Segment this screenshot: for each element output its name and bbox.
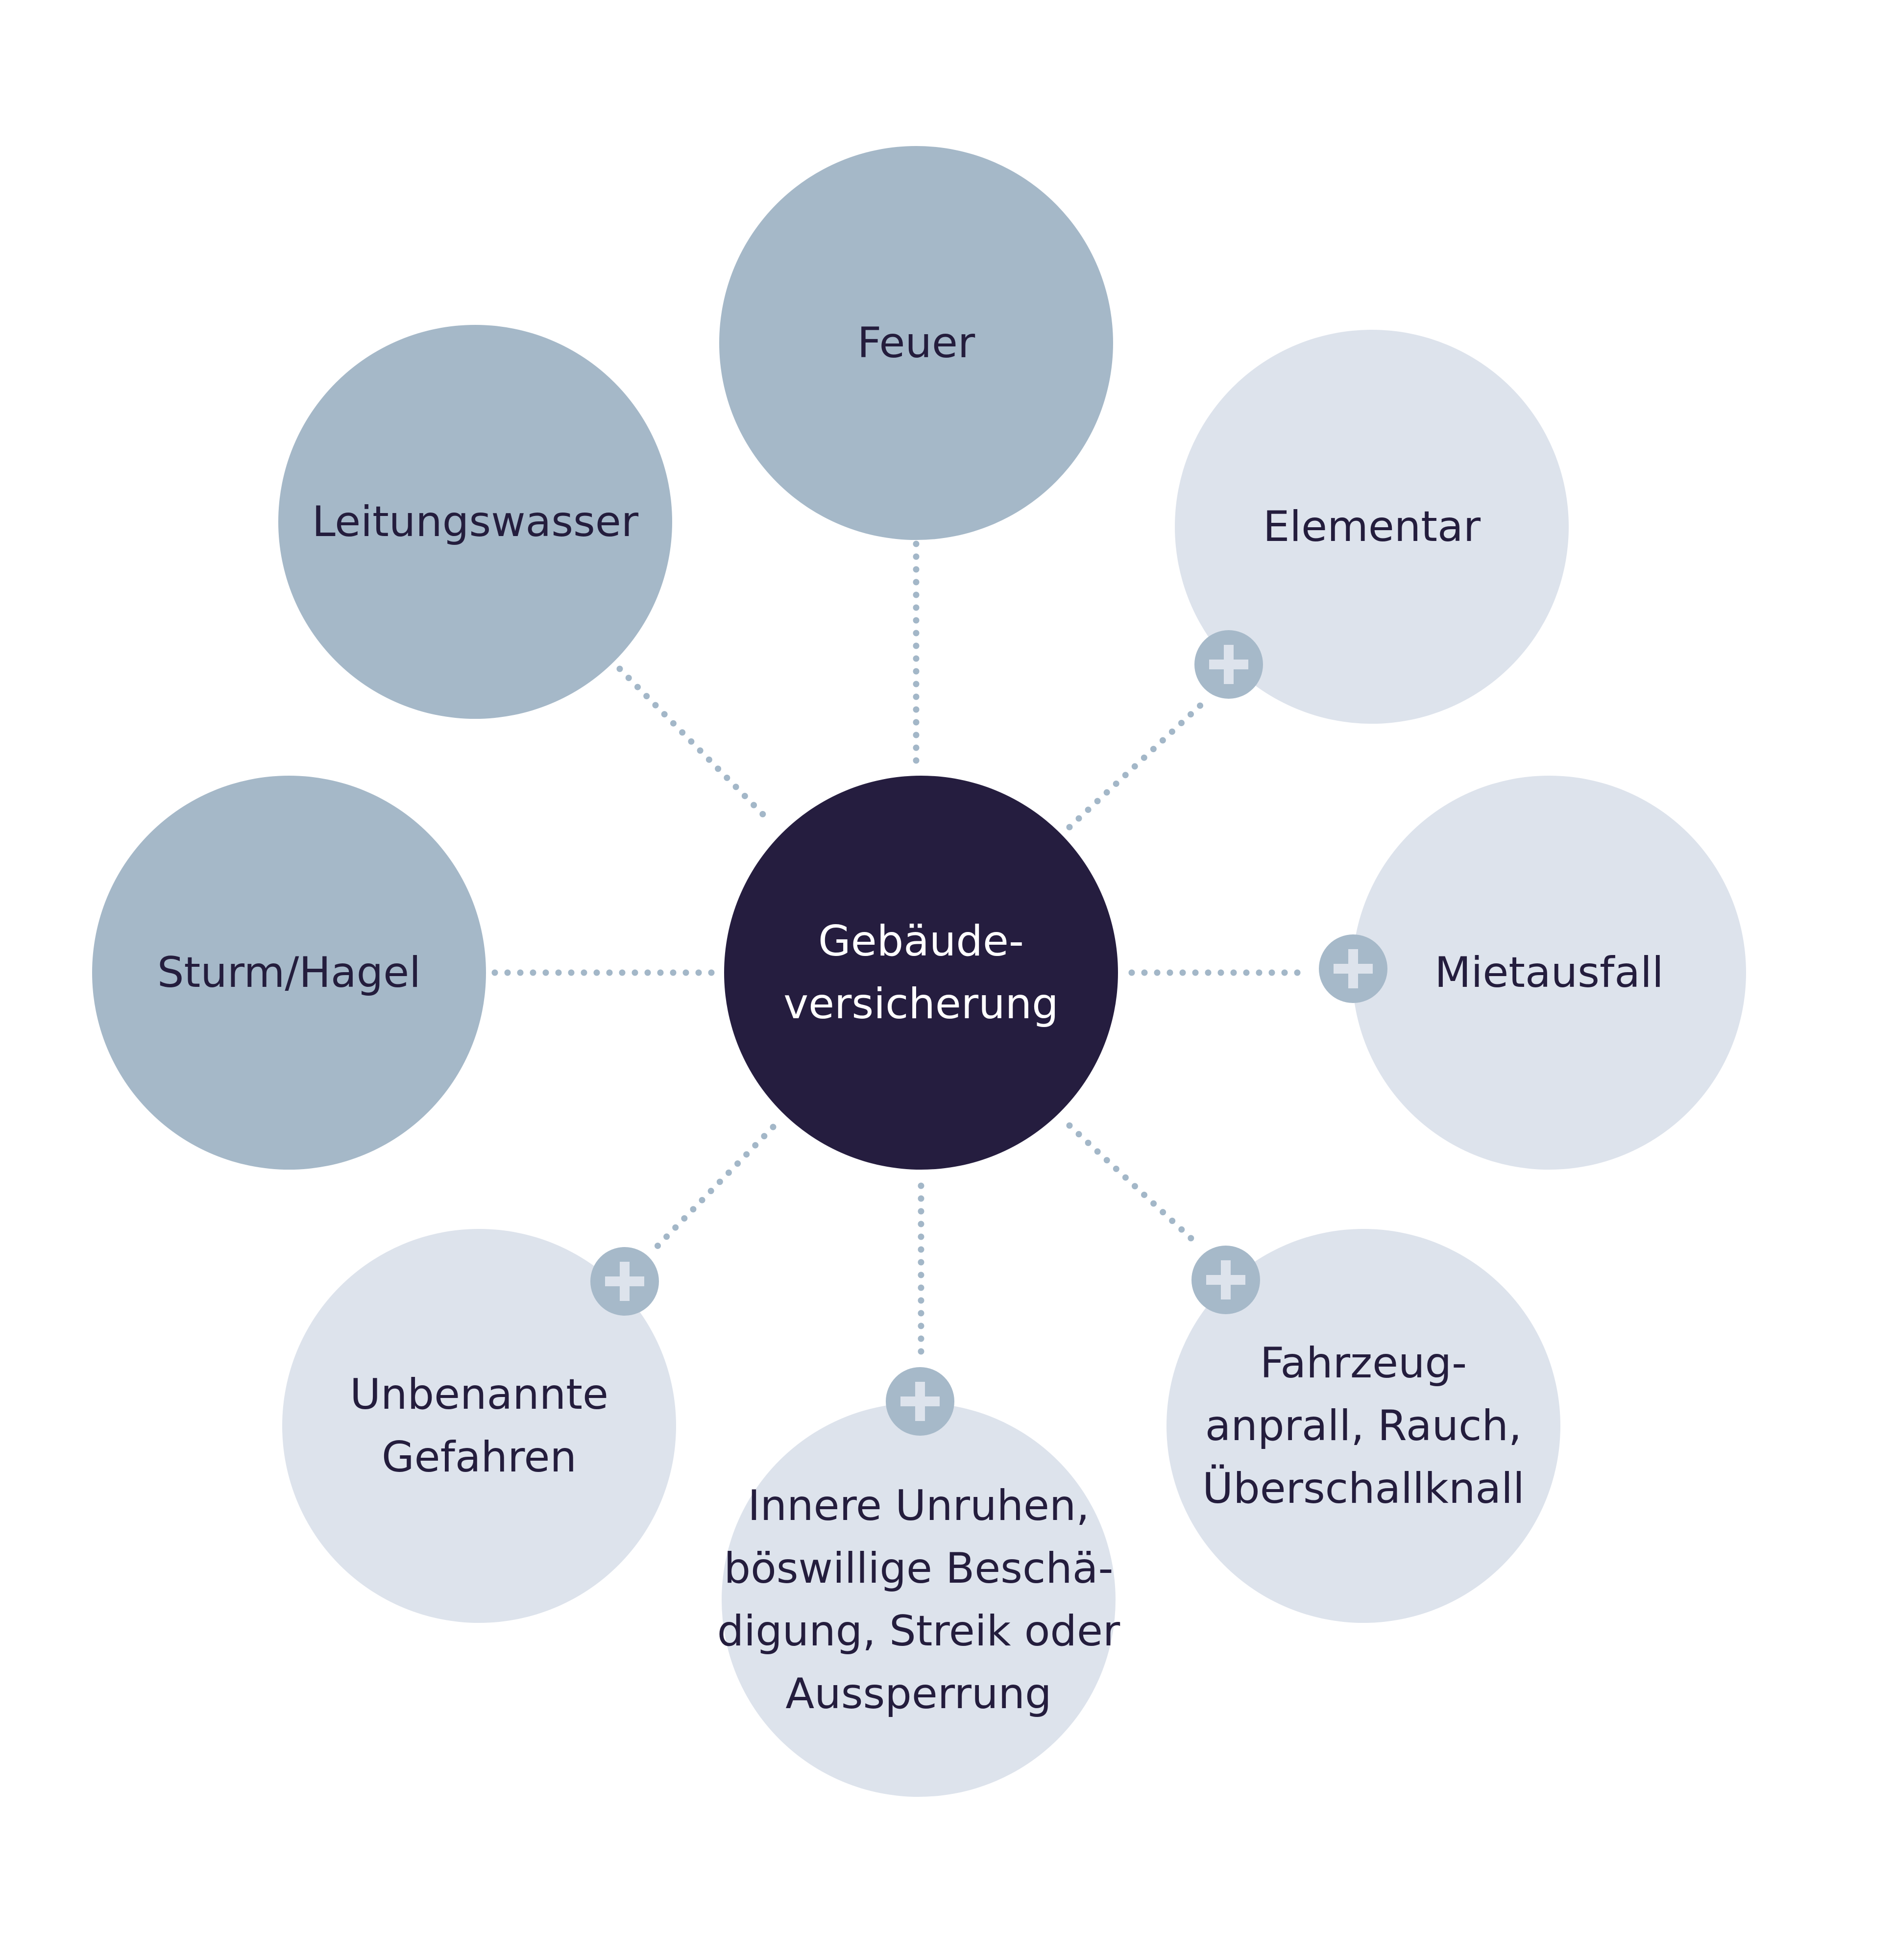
plus-icon bbox=[1194, 630, 1263, 699]
connectors bbox=[491, 540, 1307, 1366]
plus-icon bbox=[886, 1367, 954, 1436]
node-label-innere-unruhen-line-1: Innere Unruhen, bbox=[748, 1481, 1090, 1530]
plus-badges bbox=[590, 630, 1387, 1436]
node-mietausfall: Mietausfall bbox=[1352, 776, 1746, 1170]
connector-leitungswasser bbox=[616, 665, 775, 827]
center-node: Gebäude-versicherung bbox=[724, 776, 1118, 1170]
node-circle-unbenannte-gefahren bbox=[282, 1229, 676, 1623]
center-label-line-1: Gebäude- bbox=[818, 917, 1024, 966]
node-circle-mietausfall bbox=[1352, 776, 1746, 1170]
node-innere-unruhen: Innere Unruhen, böswillige Beschä-digung,… bbox=[717, 1403, 1120, 1797]
node-circle-feuer bbox=[719, 146, 1113, 540]
connector-fahrzeuganprall bbox=[1066, 1122, 1201, 1248]
node-label-innere-unruhen-line-2: böswillige Beschä- bbox=[724, 1544, 1114, 1593]
coverage-nodes: FeuerElementarMietausfallFahrzeug-anpral… bbox=[92, 146, 1746, 1797]
node-label-fahrzeuganprall-line-1: Fahrzeug- bbox=[1260, 1339, 1467, 1388]
node-elementar: Elementar bbox=[1175, 330, 1569, 724]
node-label-unbenannte-gefahren-line-1: Unbenannte bbox=[350, 1370, 608, 1419]
node-circle-fahrzeuganprall bbox=[1166, 1229, 1560, 1623]
node-label-fahrzeuganprall-line-2: anprall, Rauch, bbox=[1205, 1401, 1522, 1450]
node-label-leitungswasser-line-1: Leitungswasser bbox=[312, 497, 639, 546]
node-fahrzeuganprall: Fahrzeug-anprall, Rauch, Überschallknall bbox=[1166, 1229, 1560, 1623]
connector-elementar bbox=[1066, 700, 1206, 831]
node-circle-innere-unruhen bbox=[722, 1403, 1116, 1797]
node-label-feuer-line-1: Feuer bbox=[857, 318, 975, 368]
node-leitungswasser: Leitungswasser bbox=[278, 325, 672, 719]
plus-icon bbox=[1191, 1246, 1260, 1314]
node-circle-elementar bbox=[1175, 330, 1569, 724]
center-circle bbox=[724, 776, 1118, 1170]
node-feuer: Feuer bbox=[719, 146, 1113, 540]
center-label-line-2: versicherung bbox=[783, 980, 1059, 1029]
node-circle-leitungswasser bbox=[278, 325, 672, 719]
node-sturm-hagel: Sturm/Hagel bbox=[92, 776, 486, 1170]
plus-icon bbox=[1319, 934, 1387, 1003]
connector-unbenannte-gefahren bbox=[653, 1124, 777, 1250]
node-label-sturm-hagel-line-1: Sturm/Hagel bbox=[157, 948, 421, 997]
plus-icon bbox=[590, 1247, 659, 1316]
node-label-elementar-line-1: Elementar bbox=[1263, 502, 1481, 551]
node-label-unbenannte-gefahren-line-2: Gefahren bbox=[382, 1433, 577, 1482]
node-label-innere-unruhen-line-3: digung, Streik oder bbox=[717, 1607, 1120, 1656]
node-circle-sturm-hagel bbox=[92, 776, 486, 1170]
node-label-mietausfall-line-1: Mietausfall bbox=[1434, 948, 1664, 997]
node-label-innere-unruhen-line-4: Aussperrung bbox=[785, 1669, 1051, 1718]
node-label-fahrzeuganprall-line-3: Überschallknall bbox=[1202, 1464, 1525, 1513]
